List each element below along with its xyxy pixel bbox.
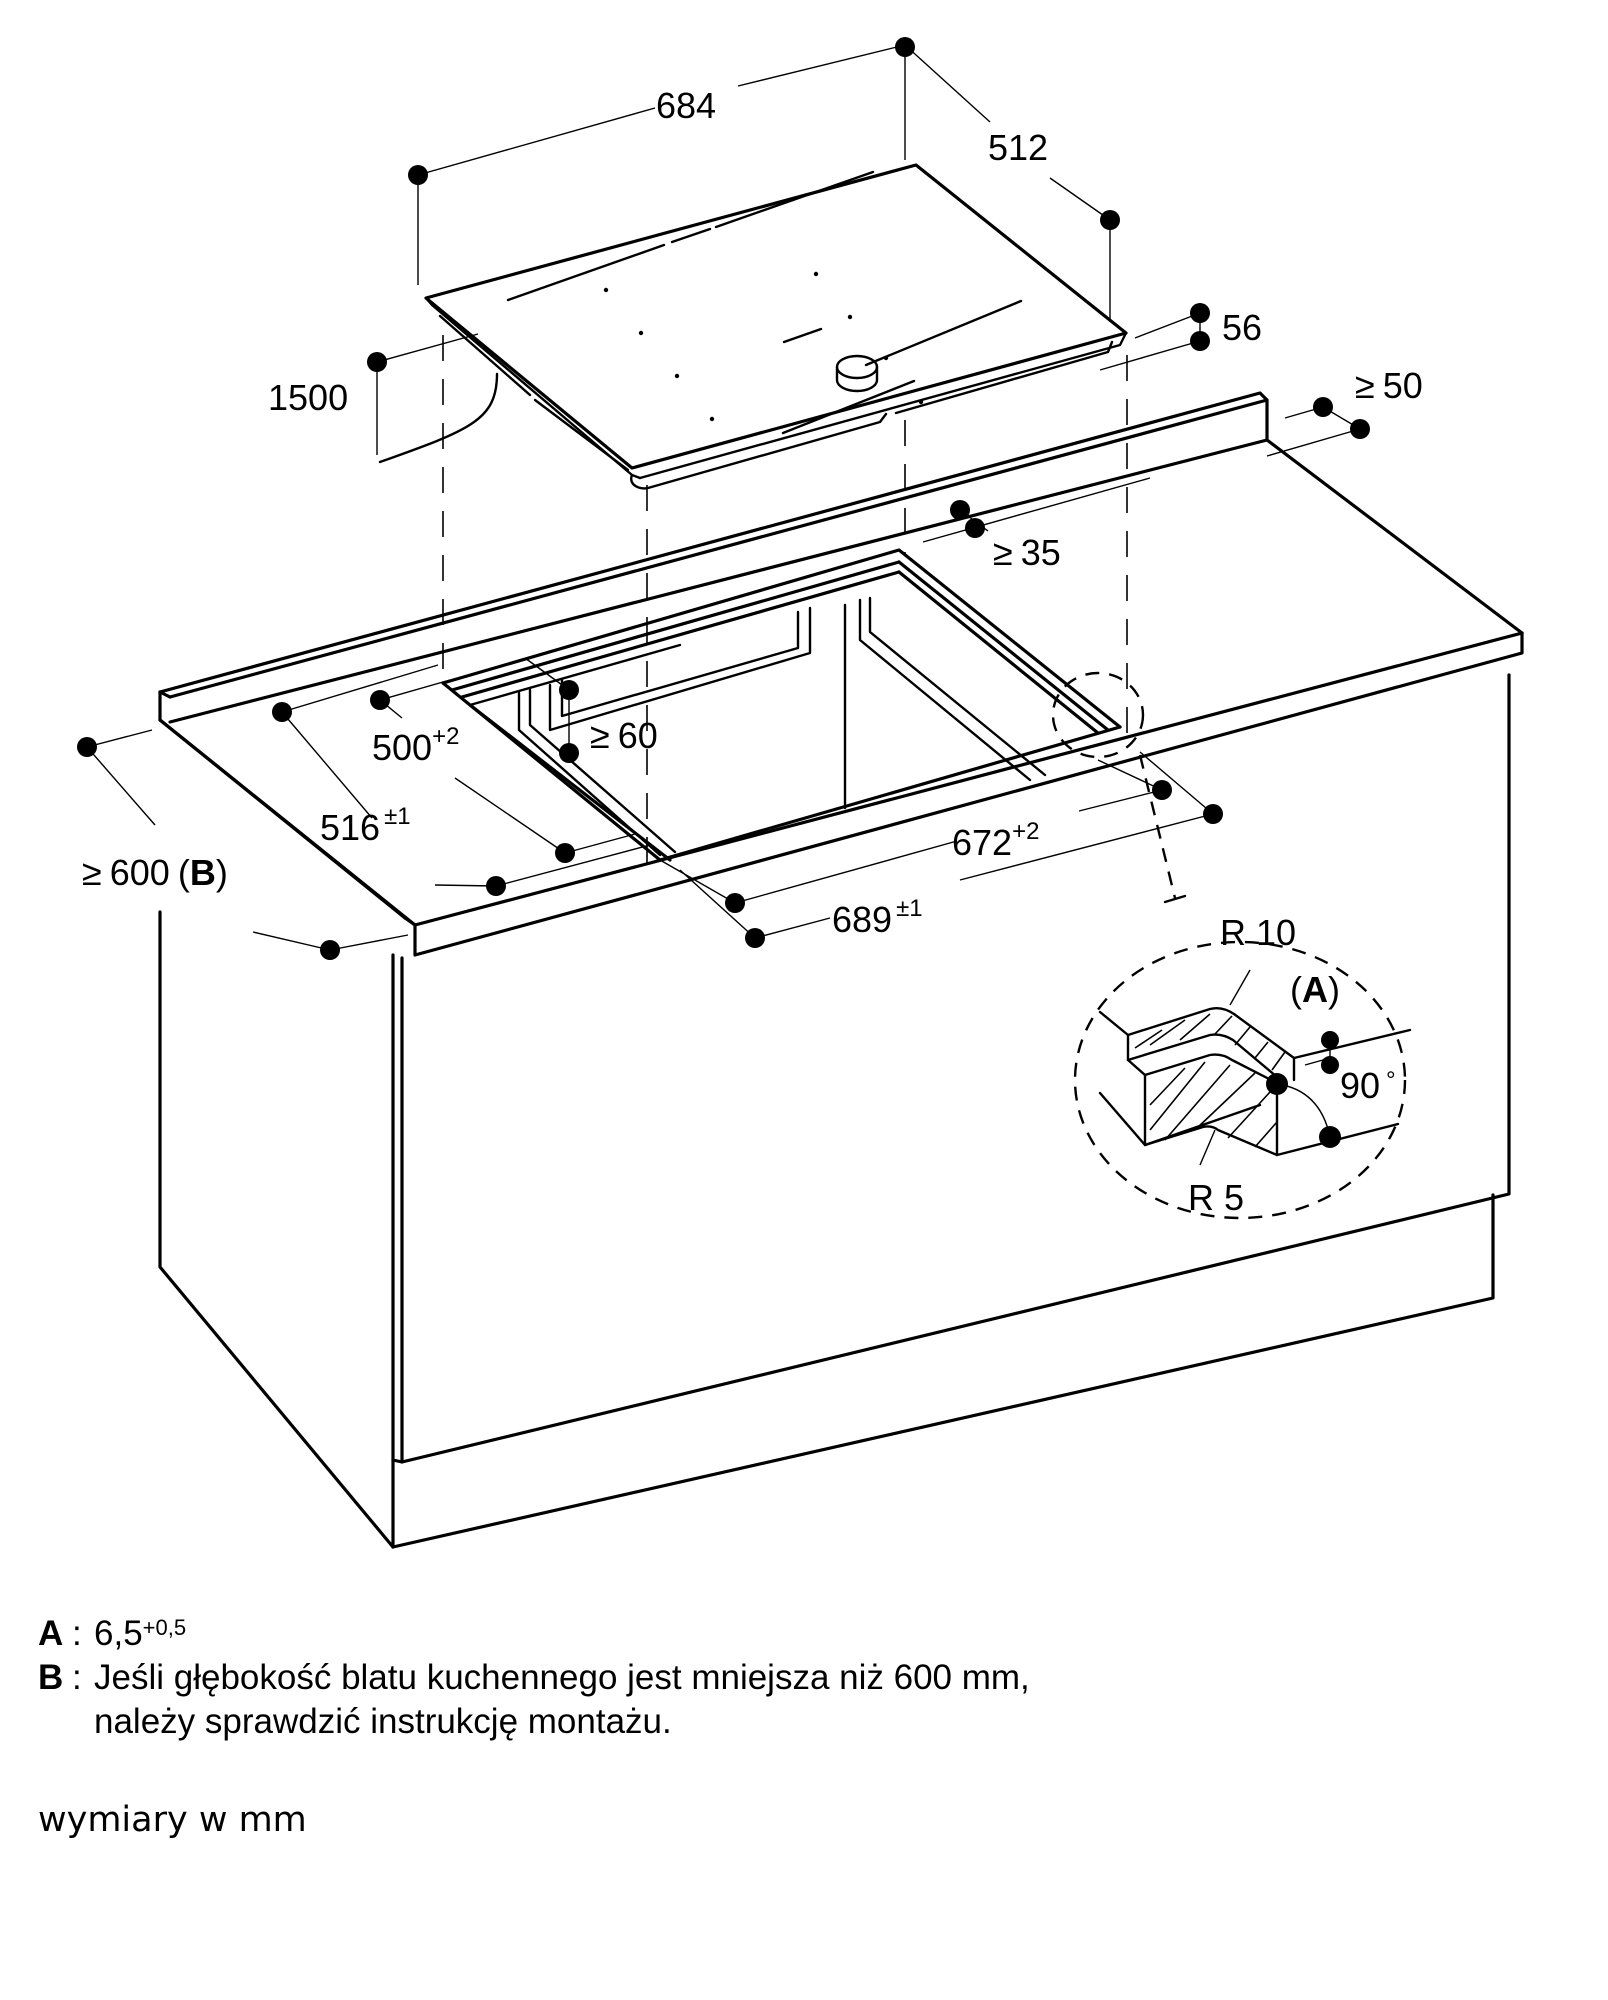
dim-worktop-depth: ≥600(B) (82, 852, 228, 893)
dim-rear-clearance-value: 50 (1383, 365, 1423, 406)
dim-rear-clearance-prefix: ≥ (1355, 365, 1375, 406)
dim-rear-clearance: ≥50 (1355, 365, 1423, 406)
detail-radius-bottom: R 5 (1188, 1177, 1244, 1218)
dim-back-edge-value: 35 (1021, 532, 1061, 573)
dim-cutout-width-inner-value: 672 (952, 822, 1012, 863)
note-a: A : 6,5+0,5 (38, 1612, 1030, 1656)
projection-lines (442, 335, 1128, 880)
units-note: wymiary w mm (38, 1800, 307, 1840)
note-b-text: Jeśli głębokość blatu kuchennego jest mn… (94, 1656, 1030, 1744)
detail-angle: 90° (1340, 1065, 1396, 1106)
dim-back-edge: ≥35 (993, 532, 1061, 573)
note-a-key: A (38, 1614, 64, 1653)
note-b: B : Jeśli głębokość blatu kuchennego jes… (38, 1656, 1030, 1744)
installation-drawing: 684 512 56 1500 ≥50 ≥35 ≥60 500+2 516±1 … (77, 37, 1524, 1549)
note-a-value: 6,5 (94, 1614, 143, 1653)
dim-cutout-width-outer-tol: ±1 (896, 895, 923, 922)
cabinet (158, 673, 1511, 1549)
dim-below-clearance: ≥60 (590, 715, 658, 756)
note-b-line2: należy sprawdzić instrukcję montażu. (94, 1702, 672, 1741)
cabinet-left-side (158, 910, 395, 1549)
dim-hob-depth: 512 (988, 127, 1048, 168)
zone-dots (603, 271, 924, 422)
note-b-sep: : (72, 1658, 82, 1697)
note-a-text: 6,5+0,5 (94, 1612, 186, 1656)
power-cable (378, 372, 499, 464)
detail-callout: R 10 R 5 (A) 90° (1051, 671, 1412, 1220)
dim-worktop-depth-ref: B (190, 852, 216, 893)
detail-radius-top: R 10 (1220, 912, 1296, 953)
dim-worktop-depth-ref-open: ( (178, 852, 190, 893)
dim-cutout-depth-inner-value: 500 (372, 727, 432, 768)
dim-worktop-depth-ref-close: ) (216, 852, 228, 893)
detail-angle-value: 90 (1340, 1065, 1380, 1106)
dim-cutout-width-inner-tol: +2 (1012, 818, 1039, 845)
dim-back-edge-prefix: ≥ (993, 532, 1013, 573)
detail-angle-unit: ° (1386, 1067, 1396, 1094)
hob-glass (424, 163, 1128, 470)
dim-cutout-width-inner: 672+2 (952, 818, 1039, 863)
hatching (1134, 1013, 1286, 1148)
detail-circle (1073, 940, 1407, 1220)
dim-cable-length: 1500 (268, 377, 348, 418)
detail-ref-label: (A) (1290, 969, 1340, 1010)
dimension-dots (77, 37, 1370, 960)
detail-ref-close: ) (1328, 969, 1340, 1010)
note-a-sep: : (72, 1614, 82, 1653)
detail-marker-small (1051, 671, 1145, 759)
detail-dots (1266, 1031, 1341, 1148)
dim-cutout-depth-inner-tol: +2 (432, 723, 459, 750)
notes: A : 6,5+0,5 B : Jeśli głębokość blatu ku… (38, 1612, 1030, 1744)
cutout (441, 548, 1122, 862)
note-b-line1: Jeśli głębokość blatu kuchennego jest mn… (94, 1658, 1030, 1697)
dim-below-clearance-prefix: ≥ (590, 715, 610, 756)
edge-profile-section (1098, 969, 1412, 1166)
dim-cutout-width-outer: 689±1 (832, 895, 923, 940)
dim-worktop-depth-prefix: ≥ (82, 852, 102, 893)
detail-ref: A (1302, 969, 1328, 1010)
worktop (158, 391, 1524, 957)
dim-below-clearance-value: 60 (618, 715, 658, 756)
hob (378, 163, 1128, 490)
detail-ref-open: ( (1290, 969, 1302, 1010)
backsplash (158, 391, 1269, 694)
dim-worktop-depth-value: 600 (110, 852, 170, 893)
dim-hob-height: 56 (1222, 307, 1262, 348)
note-a-tolerance: +0,5 (142, 1615, 187, 1640)
dim-cutout-depth-outer-tol: ±1 (384, 803, 411, 830)
cabinet-front (400, 673, 1511, 1464)
note-b-key: B (38, 1658, 64, 1697)
control-knob (835, 354, 879, 393)
dim-cutout-depth-outer-value: 516 (320, 807, 380, 848)
dim-cutout-width-outer-value: 689 (832, 899, 892, 940)
dim-cutout-depth-outer: 516±1 (320, 803, 411, 848)
dim-cutout-depth-inner: 500+2 (372, 723, 459, 768)
dim-hob-width: 684 (656, 85, 716, 126)
